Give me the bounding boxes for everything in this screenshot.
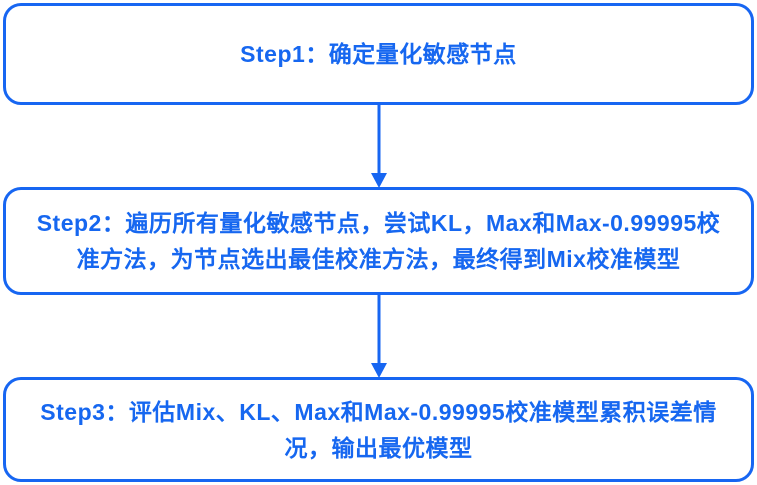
flowchart-step-1-box: Step1：确定量化敏感节点 xyxy=(3,3,754,105)
flowchart-step-2-label: Step2：遍历所有量化敏感节点，尝试KL，Max和Max-0.99995校准方… xyxy=(36,210,721,272)
flowchart-step-3-box: Step3：评估Mix、KL、Max和Max-0.99995校准模型累积误差情况… xyxy=(3,377,754,482)
flowchart-step-3-label: Step3：评估Mix、KL、Max和Max-0.99995校准模型累积误差情况… xyxy=(40,398,717,461)
arrow-down-icon xyxy=(370,105,388,188)
flowchart-step-1-label: Step1：确定量化敏感节点 xyxy=(240,41,517,67)
arrow-down-icon xyxy=(370,295,388,378)
flowchart-step-2-box: Step2：遍历所有量化敏感节点，尝试KL，Max和Max-0.99995校准方… xyxy=(3,187,754,295)
